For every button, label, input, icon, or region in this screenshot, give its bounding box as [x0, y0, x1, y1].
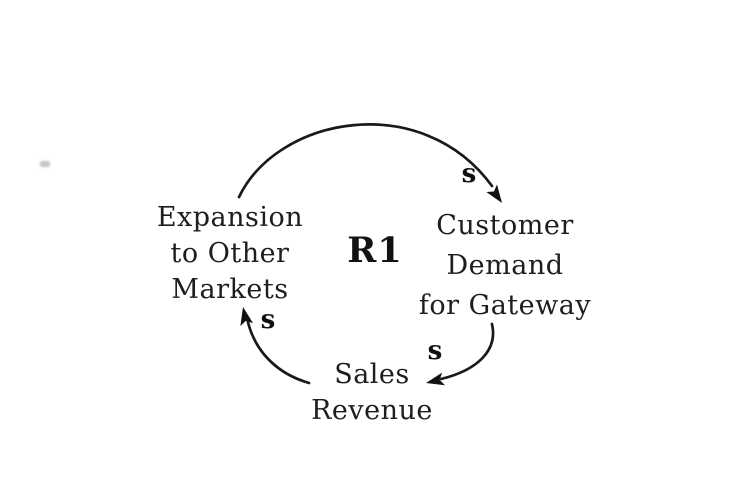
node-label-line: Sales — [334, 359, 410, 390]
arrow-customer-demand-to-sales-revenue — [426, 322, 495, 386]
node-customer-demand-for-gateway: Customer Demand for Gateway — [415, 206, 595, 326]
polarity-s-label-sales-to-expansion: s — [260, 305, 276, 335]
arrow-expansion-to-customer-demand — [237, 123, 502, 203]
node-sales-revenue: Sales Revenue — [292, 357, 452, 429]
node-label-line: Demand — [446, 250, 564, 281]
polarity-s-label-customer-to-sales: s — [427, 336, 443, 366]
scan-artifact — [40, 161, 50, 167]
node-expansion-to-other-markets: Expansion to Other Markets — [140, 200, 320, 308]
polarity-s-label-expansion-to-customer: s — [461, 159, 477, 189]
loop-id-label: R1 — [347, 230, 403, 271]
node-label-line: Expansion — [156, 202, 304, 233]
node-label-line: Markets — [171, 274, 289, 305]
node-label-line: to Other — [170, 238, 290, 269]
node-label-line: Revenue — [311, 395, 433, 426]
node-label-line: for Gateway — [418, 290, 592, 321]
node-label-line: Customer — [436, 210, 574, 241]
arrow-sales-revenue-to-expansion — [240, 307, 311, 385]
